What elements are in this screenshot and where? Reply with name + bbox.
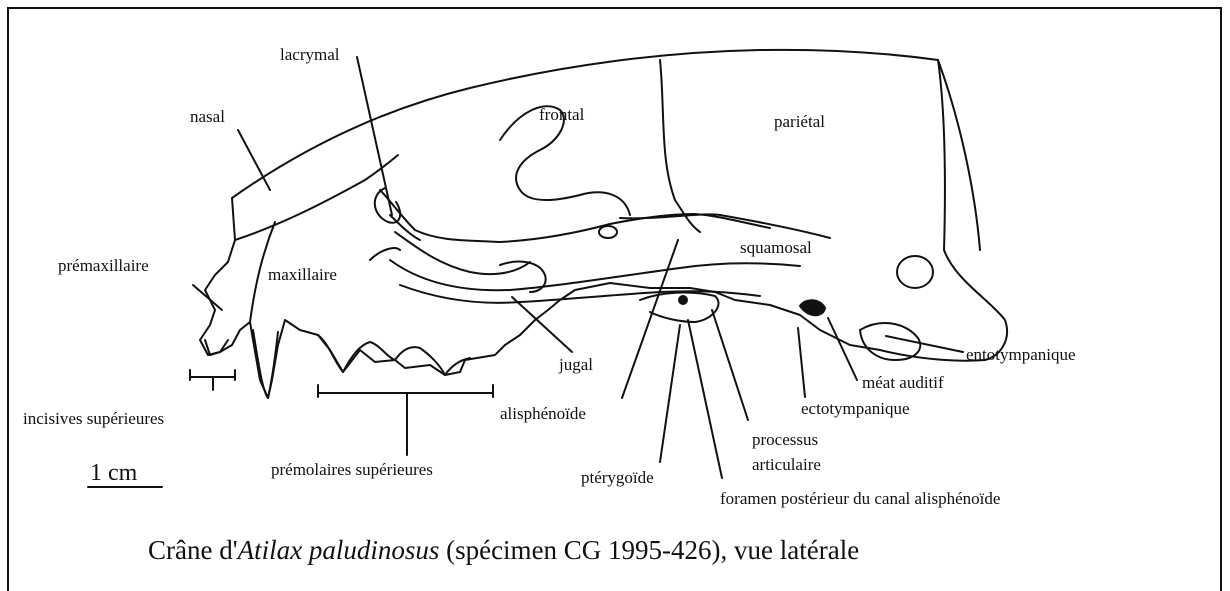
leader-foramen (688, 320, 722, 478)
skull-outline (200, 50, 1007, 398)
label-pterygoide: ptérygoïde (581, 469, 654, 486)
label-parietal: pariétal (774, 113, 825, 130)
label-premaxillaire: prémaxillaire (58, 257, 149, 274)
label-frontal: frontal (539, 106, 584, 123)
leader-processus (712, 310, 748, 420)
premolar-teeth (318, 335, 470, 375)
label-entotympanique: entotympanique (966, 346, 1076, 363)
label-ectotympanique: ectotympanique (801, 400, 910, 417)
bracket-premolaires (318, 385, 493, 455)
label-premolaires: prémolaires supérieures (271, 461, 433, 478)
label-lacrymal: lacrymal (280, 46, 339, 63)
label-processus-1: processus (752, 431, 818, 448)
frontal-suture (380, 190, 770, 242)
auditory-bulla (897, 256, 933, 288)
leader-meat (828, 318, 857, 380)
coronal-suture (660, 60, 700, 232)
label-processus-2: articulaire (752, 456, 821, 473)
bracket-incisives (190, 370, 235, 390)
leader-pterygoide (660, 325, 680, 462)
leader-ectotympanique (798, 328, 805, 397)
leader-nasal (238, 130, 270, 190)
infraorbital-foramen (599, 226, 617, 238)
label-incisives: incisives supérieures (23, 410, 164, 427)
leader-entotympanique (886, 336, 963, 352)
label-nasal: nasal (190, 108, 225, 125)
label-maxillaire: maxillaire (268, 266, 337, 283)
incisor-teeth (205, 340, 228, 355)
scale-bar-label: 1 cm (90, 460, 137, 487)
figure-frame (8, 8, 1221, 591)
label-foramen: foramen postérieur du canal alisphénoïde (720, 490, 1000, 507)
label-squamosal: squamosal (740, 239, 812, 256)
maxilla-curve (370, 248, 400, 260)
caption-suffix: (spécimen CG 1995-426), vue latérale (439, 535, 859, 565)
leader-lacrymal (357, 57, 392, 215)
leader-premaxillaire (193, 285, 222, 310)
label-jugal: jugal (559, 356, 593, 373)
caption-species: Atilax paludinosus (238, 535, 440, 565)
alisphenoid-foramen (679, 296, 687, 304)
figure-caption: Crâne d'Atilax paludinosus (spécimen CG … (148, 535, 859, 566)
auditory-meatus (800, 300, 825, 315)
label-alisphenoide: alisphénoïde (500, 405, 586, 422)
label-meat-auditif: méat auditif (862, 374, 944, 391)
leader-jugal (512, 297, 572, 352)
nasal-suture (235, 155, 398, 240)
caption-prefix: Crâne d' (148, 535, 238, 565)
